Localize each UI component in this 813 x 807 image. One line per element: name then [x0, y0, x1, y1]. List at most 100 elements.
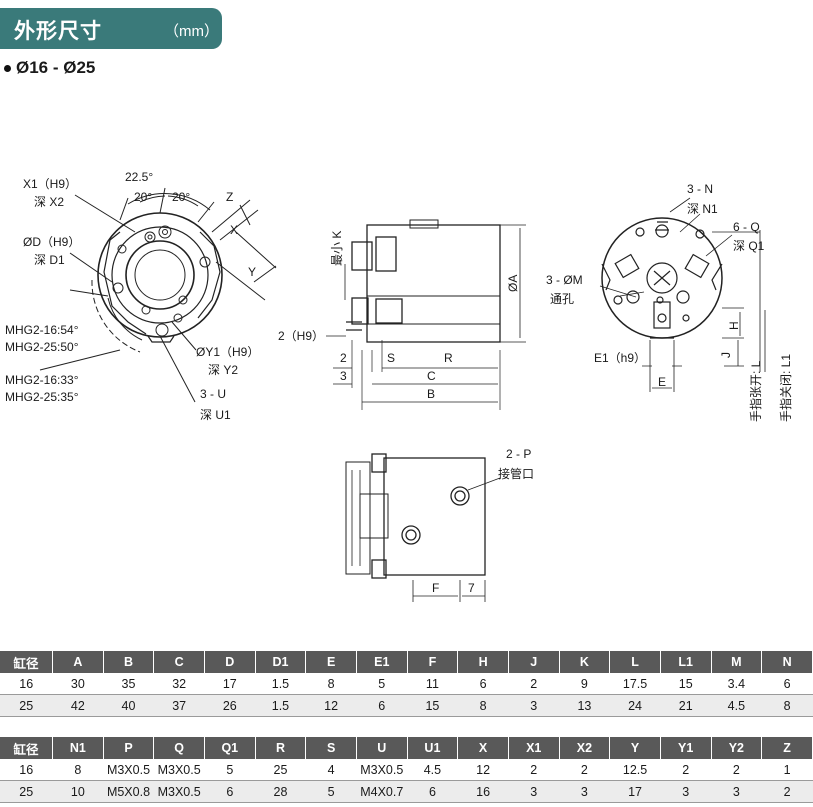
table-cell: 2 — [711, 759, 762, 781]
angle-22-label: 22.5° — [125, 170, 153, 184]
dim-7-label: 7 — [468, 581, 475, 595]
q-depth-label: 深 Q1 — [733, 239, 765, 253]
n-depth-label: 深 N1 — [687, 202, 718, 216]
x1-depth-label: 深 X2 — [34, 195, 64, 209]
p-port-label: 接管口 — [498, 466, 534, 481]
column-header: S — [305, 737, 357, 759]
c-label: C — [427, 369, 436, 383]
table-cell: 16 — [0, 759, 53, 781]
h9-label: 2（H9） — [278, 329, 324, 343]
table-cell: 12 — [457, 759, 509, 781]
table-cell: 32 — [153, 673, 205, 695]
column-header: B — [103, 651, 155, 673]
e-label: E — [658, 375, 666, 389]
column-header: H — [457, 651, 509, 673]
y1-depth-label: 深 Y2 — [208, 363, 238, 377]
column-header: U — [356, 737, 408, 759]
x1-label: X1（H9） — [23, 177, 77, 191]
column-header: F — [407, 651, 459, 673]
table-cell: 12 — [305, 694, 357, 717]
table-cell: 1.5 — [255, 673, 306, 695]
table-cell: 6 — [407, 780, 458, 803]
table-cell: 6 — [204, 780, 256, 803]
unit-label: （mm） — [164, 23, 219, 40]
side-view — [326, 219, 526, 410]
column-header: Q — [153, 737, 205, 759]
table-cell: 8 — [52, 759, 104, 781]
column-header: P — [103, 737, 155, 759]
column-header: N1 — [52, 737, 104, 759]
table-cell: 3.4 — [711, 673, 762, 695]
dim-2-label: 2 — [340, 351, 347, 365]
table-cell: 4 — [305, 759, 357, 781]
table-cell: 5 — [356, 673, 408, 695]
series-text: Ø16 - Ø25 — [16, 58, 96, 77]
table-cell: 42 — [52, 694, 104, 717]
k-label: 最小 K — [330, 231, 344, 266]
table-cell: 2 — [508, 759, 560, 781]
table-cell: 6 — [761, 673, 813, 695]
table-cell: M3X0.5 — [153, 780, 205, 803]
z-label: Z — [226, 190, 233, 204]
a-label: ØA — [506, 275, 520, 292]
table-cell: 40 — [103, 694, 154, 717]
table-cell: 15 — [407, 694, 458, 717]
table-cell: 1.5 — [255, 694, 306, 717]
d-depth-label: 深 D1 — [34, 253, 65, 267]
table-cell: 25 — [0, 694, 53, 717]
b-label: B — [427, 387, 435, 401]
table-cell: 37 — [153, 694, 205, 717]
column-header: J — [508, 651, 560, 673]
h-label: H — [727, 321, 741, 330]
y-label: Y — [248, 265, 256, 279]
r-label: R — [444, 351, 453, 365]
table-cell: 35 — [103, 673, 154, 695]
column-header: D1 — [255, 651, 307, 673]
table-cell: 3 — [660, 780, 712, 803]
front-view — [39, 187, 277, 403]
column-header: Y1 — [660, 737, 712, 759]
table-cell: 21 — [660, 694, 712, 717]
table-cell: 10 — [52, 780, 104, 803]
mhg-angle-a1: MHG2-16:54° — [5, 323, 79, 337]
mhg-angle-b1: MHG2-16:33° — [5, 373, 79, 387]
column-header: C — [153, 651, 205, 673]
table-cell: 6 — [457, 673, 509, 695]
column-header: X2 — [559, 737, 611, 759]
table-cell: 3 — [508, 780, 560, 803]
bullet-icon — [4, 65, 11, 73]
column-header: E1 — [356, 651, 408, 673]
l-open-label: 手指张开: L — [748, 360, 763, 422]
column-header: D — [204, 651, 256, 673]
n-label: 3 - N — [687, 182, 713, 196]
column-header: L — [609, 651, 661, 673]
table-cell: M3X0.5 — [153, 759, 205, 781]
table-cell: 1 — [761, 759, 813, 781]
table-cell: 16 — [457, 780, 509, 803]
mhg-angle-a2: MHG2-25:50° — [5, 340, 79, 354]
column-header: 缸径 — [0, 737, 53, 759]
table-cell: 30 — [52, 673, 104, 695]
section-title: 外形尺寸 — [14, 20, 102, 43]
table-cell: 26 — [204, 694, 256, 717]
table-cell: 25 — [255, 759, 306, 781]
m-label: 3 - ØM — [546, 273, 583, 287]
column-header: Q1 — [204, 737, 256, 759]
u-depth-label: 深 U1 — [200, 408, 231, 422]
table-cell: 8 — [457, 694, 509, 717]
table-cell: 8 — [761, 694, 813, 717]
bottom-view — [345, 453, 501, 602]
table-cell: 13 — [559, 694, 610, 717]
y1-label: ØY1（H9） — [196, 345, 259, 359]
dim-3-label: 3 — [340, 369, 347, 383]
column-header: X1 — [508, 737, 560, 759]
table-cell: 5 — [204, 759, 256, 781]
column-header: U1 — [407, 737, 459, 759]
e1-label: E1（h9） — [594, 351, 646, 365]
table-cell: 28 — [255, 780, 306, 803]
